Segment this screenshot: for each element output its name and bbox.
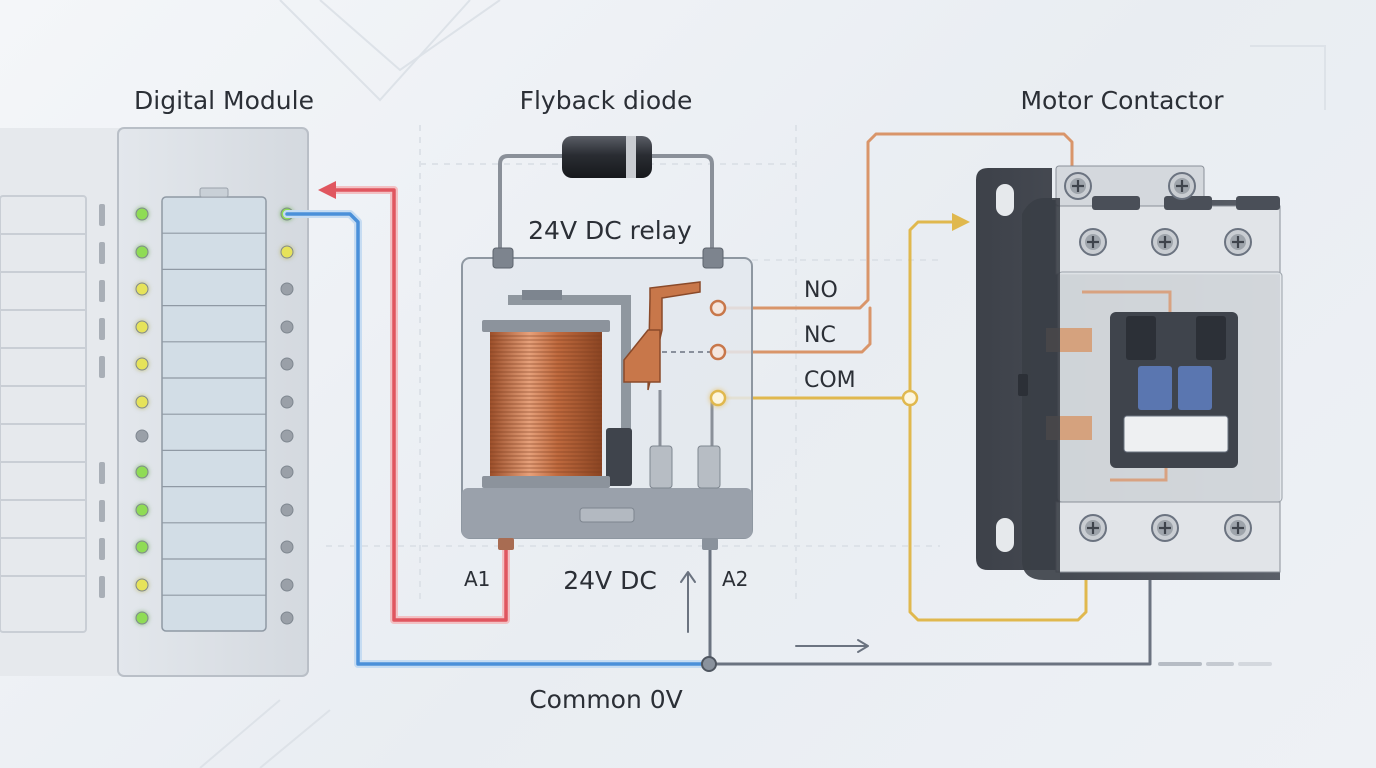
led-indicator [135, 282, 149, 296]
relay-pin-block-right [697, 445, 721, 489]
relay-coil-windings [490, 335, 602, 473]
contactor-screws [1064, 172, 1252, 542]
led-indicator [135, 465, 149, 479]
relay-pin-a1 [498, 538, 514, 550]
arrow-yellow [952, 213, 970, 231]
diode-lead-left [498, 154, 566, 250]
relay-yoke-cap [522, 290, 562, 300]
led-indicator [135, 320, 149, 334]
led-indicator [135, 503, 149, 517]
led-indicator [135, 207, 149, 221]
contactor-contact-bar [1123, 415, 1229, 453]
relay-terminal-nc[interactable] [709, 343, 727, 361]
contactor-armature-top-right [1196, 316, 1226, 360]
module-latch [199, 187, 229, 198]
pin-label-a2: A2 [722, 567, 748, 591]
contactor-mount-holes [996, 184, 1014, 552]
digital-module [0, 127, 309, 677]
relay-base-slot [579, 507, 635, 523]
relay-iron-block [606, 428, 632, 486]
relay-coil-flange-bottom [482, 476, 610, 488]
wire-contactor-yellow [908, 220, 1088, 622]
led-indicator [135, 245, 149, 259]
wire-nc-orange [716, 306, 872, 354]
screw-icon [1064, 172, 1092, 200]
flyback-diode [498, 136, 714, 250]
screw-icon [1224, 514, 1252, 542]
title-flyback-diode: Flyback diode [520, 86, 693, 115]
common-label: Common 0V [529, 685, 683, 714]
led-indicator [280, 429, 294, 443]
contactor-top-dividers [1092, 196, 1280, 210]
led-indicator [135, 611, 149, 625]
led-indicator [135, 395, 149, 409]
led-indicator [280, 465, 294, 479]
relay-contact-block [623, 329, 661, 383]
junction-com [901, 389, 919, 407]
wires [283, 132, 1272, 672]
led-indicator [280, 320, 294, 334]
screw-icon [1079, 514, 1107, 542]
relay-pin-block-left [649, 445, 673, 489]
wire-a1-red-core [330, 188, 508, 622]
screw-icon [1079, 228, 1107, 256]
module-side-slots [0, 195, 87, 633]
relay-top-terminal-right [702, 247, 724, 269]
led-indicator [280, 245, 294, 259]
flow-arrow-up [680, 571, 696, 633]
screw-icon [1151, 228, 1179, 256]
led-indicator [280, 395, 294, 409]
screw-icon [1151, 514, 1179, 542]
diode-body [562, 136, 652, 178]
contactor-side-rail [1022, 198, 1060, 580]
wire-output-blue-core [285, 212, 710, 666]
junction-common [701, 656, 717, 672]
led-indicator [280, 611, 294, 625]
led-indicator [135, 429, 149, 443]
supply-label: 24V DC [563, 566, 657, 595]
title-motor-contactor: Motor Contactor [1020, 86, 1224, 115]
led-indicator [135, 357, 149, 371]
background-decoration [199, 0, 1326, 768]
title-digital-module: Digital Module [134, 86, 314, 115]
motor-contactor [976, 165, 1283, 580]
diode-cathode-band [626, 136, 636, 178]
module-label-lines [162, 232, 266, 596]
led-indicator [135, 540, 149, 554]
led-indicator [135, 578, 149, 592]
contactor-armature-top-left [1126, 316, 1156, 360]
contactor-magnet-left [1138, 366, 1172, 410]
module-slot-marks [99, 204, 105, 598]
flow-arrow-right [795, 639, 869, 653]
relay-terminal-no[interactable] [709, 299, 727, 317]
screw-icon [1224, 228, 1252, 256]
relay-label: 24V DC relay [528, 216, 692, 245]
contactor-magnet-right [1178, 366, 1212, 410]
terminal-label-nc: NC [804, 323, 836, 348]
wire-common-gray [708, 546, 1152, 666]
led-indicator [280, 357, 294, 371]
arrow-red [318, 181, 336, 199]
relay-coil-flange-top [482, 320, 610, 332]
relay-pin-a2 [702, 538, 718, 550]
wire-no-orange [716, 132, 1074, 310]
relay [461, 247, 753, 550]
led-column-right [280, 207, 294, 625]
screw-icon [1168, 172, 1196, 200]
contactor-side-clip-top [1018, 374, 1028, 396]
led-column-left [135, 207, 149, 625]
contactor-copper-link-top [1082, 290, 1172, 316]
led-indicator [280, 540, 294, 554]
led-indicator [280, 578, 294, 592]
terminal-label-com: COM [804, 368, 856, 393]
terminal-label-no: NO [804, 278, 838, 303]
pin-label-a1: A1 [464, 567, 490, 591]
relay-top-terminal-left [492, 247, 514, 269]
led-indicator [280, 503, 294, 517]
relay-terminal-com[interactable] [709, 389, 727, 407]
diode-lead-right [650, 154, 714, 250]
led-indicator [280, 282, 294, 296]
